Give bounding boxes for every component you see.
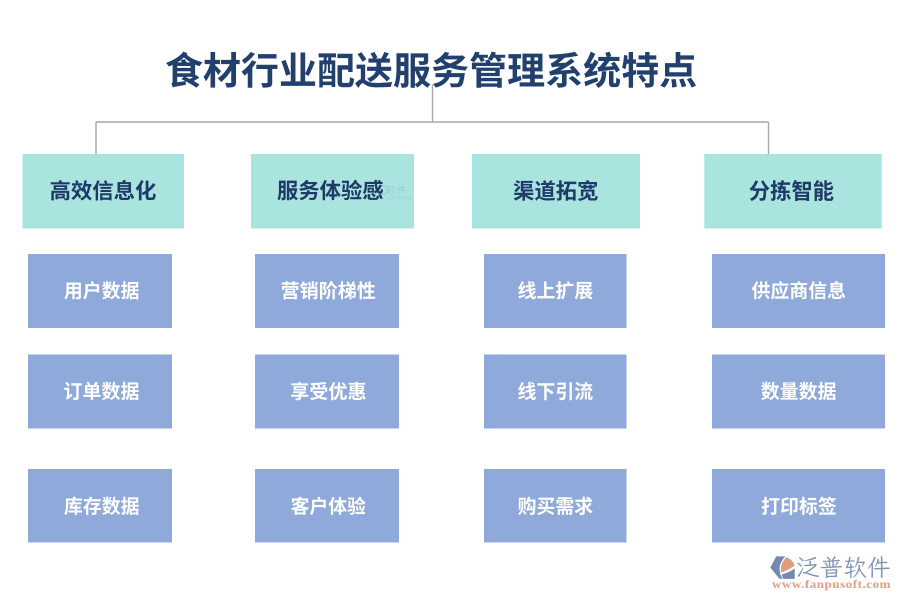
svg-text:SOFTWARE: SOFTWARE (385, 196, 411, 201)
svg-text:www.fanpusoft.com: www.fanpusoft.com (772, 577, 891, 590)
